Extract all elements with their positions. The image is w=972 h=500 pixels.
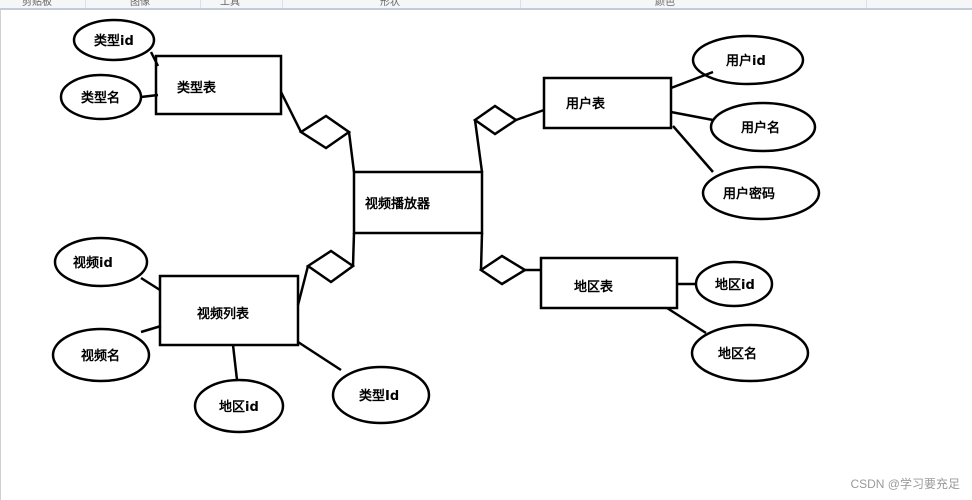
ribbon-group-tools[interactable]: 工具	[220, 0, 240, 8]
ribbon-group-colors[interactable]: 颜色	[655, 0, 675, 8]
attr-user-name: 用户名	[709, 101, 817, 153]
svg-text:地区名: 地区名	[718, 346, 757, 362]
svg-text:地区表: 地区表	[574, 279, 614, 295]
svg-text:视频列表: 视频列表	[197, 306, 250, 322]
svg-text:类型id: 类型id	[94, 33, 134, 49]
svg-text:用户表: 用户表	[565, 96, 606, 112]
attr-video-type-id: 类型Id	[331, 365, 431, 425]
entity-region-table: 地区表	[539, 256, 679, 310]
entity-user-table: 用户表	[542, 76, 673, 130]
ribbon-group-image[interactable]: 图像	[130, 0, 150, 8]
svg-text:类型名: 类型名	[81, 90, 120, 106]
attr-user-password: 用户密码	[701, 165, 821, 221]
attr-user-id: 用户id	[691, 34, 805, 86]
attr-video-name: 视频名	[51, 327, 151, 383]
svg-text:用户密码: 用户密码	[722, 186, 775, 202]
svg-text:地区id: 地区id	[715, 277, 755, 293]
entity-type-table: 类型表	[154, 54, 283, 116]
attr-type-name: 类型名	[59, 73, 143, 121]
watermark: CSDN @学习要充足	[850, 477, 960, 491]
er-diagram: 类型表 视频播放器 用户表 地区表 视频列表 类型id 类型名 用户id 用户名…	[51, 18, 821, 434]
relationship-diamond	[305, 249, 356, 284]
attr-video-region-id: 地区id	[193, 378, 285, 434]
ribbon-group-clipboard[interactable]: 剪贴板	[22, 0, 52, 8]
paint-ribbon: 剪贴板 图像 工具 形状 颜色	[0, 0, 972, 10]
svg-text:用户id: 用户id	[725, 53, 766, 69]
relationship-diamond	[472, 104, 519, 136]
svg-text:类型Id: 类型Id	[359, 388, 399, 404]
svg-text:视频名: 视频名	[81, 348, 120, 364]
svg-text:类型表: 类型表	[177, 80, 217, 96]
svg-text:视频id: 视频id	[73, 255, 113, 271]
attr-video-id: 视频id	[53, 236, 149, 288]
entity-video-player: 视频播放器	[352, 170, 484, 235]
svg-text:地区id: 地区id	[219, 399, 259, 415]
attr-region-id: 地区id	[694, 260, 774, 308]
relationship-diamond	[298, 114, 352, 150]
entity-video-list: 视频列表	[158, 274, 300, 347]
attr-region-name: 地区名	[690, 323, 810, 383]
svg-text:用户名: 用户名	[740, 120, 780, 136]
connectors	[140, 51, 714, 381]
attr-type-id: 类型id	[72, 18, 156, 62]
ribbon-group-shapes[interactable]: 形状	[380, 0, 400, 8]
svg-text:视频播放器: 视频播放器	[365, 196, 431, 212]
drawing-canvas[interactable]: 类型表 视频播放器 用户表 地区表 视频列表 类型id 类型名 用户id 用户名…	[0, 10, 972, 500]
relationship-diamond	[478, 254, 528, 286]
